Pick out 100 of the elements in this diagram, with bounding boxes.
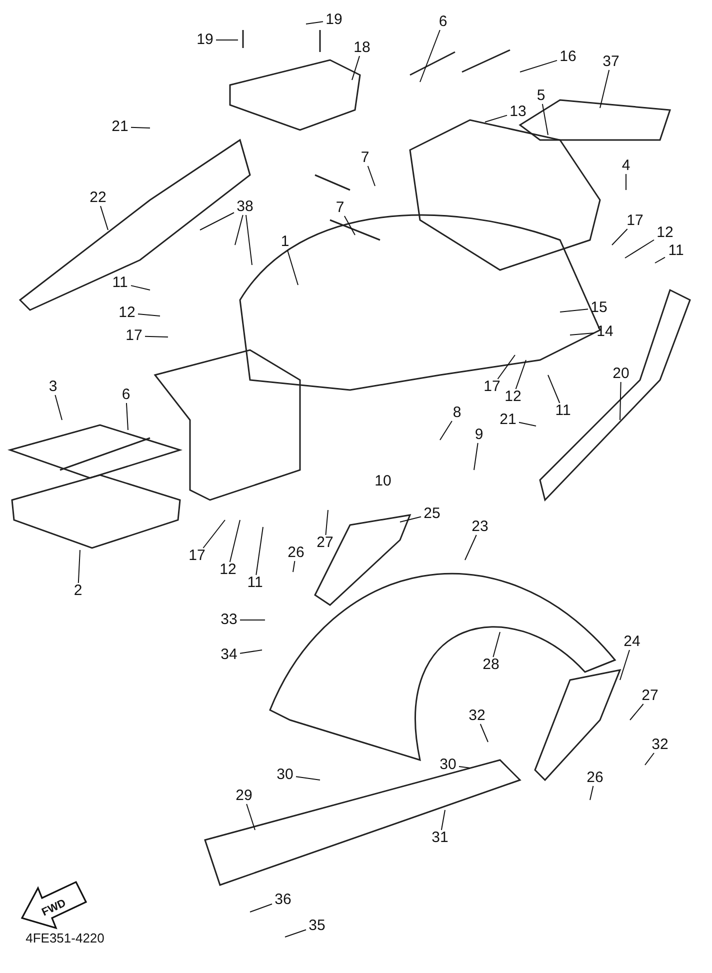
leader-line	[352, 56, 360, 80]
leader-line	[484, 114, 508, 122]
leader-line	[126, 402, 128, 430]
leader-line	[229, 520, 240, 562]
leader-line	[600, 70, 610, 108]
callout-number: 24	[622, 634, 642, 650]
callout-number: 31	[430, 830, 450, 846]
callout-number: 30	[438, 757, 458, 773]
leader-line	[245, 214, 252, 266]
callout-number: 14	[596, 324, 614, 340]
callout-number: 3	[48, 379, 58, 395]
direction-label: FWD	[40, 897, 68, 919]
callout-number: 10	[374, 472, 392, 490]
leader-line	[520, 60, 558, 72]
callout-number: 5	[536, 88, 546, 104]
leader-line	[367, 166, 376, 186]
callout-number: 33	[220, 612, 238, 628]
callout-number: 11	[667, 243, 685, 259]
leader-line	[515, 360, 526, 390]
callout-number: 23	[470, 519, 490, 535]
leader-line	[620, 382, 622, 420]
callout-number: 37	[602, 54, 620, 70]
callout-number: 18	[352, 40, 372, 56]
leader-line	[548, 374, 560, 404]
leader-line	[590, 786, 594, 800]
leader-line	[256, 526, 264, 576]
callout-number: 32	[468, 708, 486, 724]
callout-number: 17	[188, 548, 206, 564]
callout-number: 12	[656, 225, 674, 241]
callout-number: 17	[626, 213, 644, 229]
callout-number: 7	[360, 150, 370, 166]
callout-number: 34	[220, 647, 238, 663]
callout-number: 36	[274, 892, 292, 908]
leader-line	[240, 650, 262, 654]
leader-line	[100, 206, 108, 230]
callout-number: 9	[474, 427, 484, 443]
leader-line	[560, 308, 588, 312]
callout-number: 28	[482, 657, 500, 673]
callout-number: 16	[558, 49, 578, 65]
leader-line	[400, 516, 422, 522]
leader-line	[612, 228, 628, 246]
callout-number: 19	[324, 12, 344, 28]
callout-number: 29	[234, 788, 254, 804]
leader-line	[286, 250, 298, 286]
leader-line	[624, 239, 654, 258]
leader-line	[200, 212, 234, 230]
drawing-number: 4FE351-4220	[26, 930, 104, 946]
leader-line	[54, 394, 62, 420]
leader-line	[344, 216, 356, 236]
leader-line	[492, 632, 500, 658]
callout-number: 22	[88, 190, 108, 206]
leader-line	[620, 650, 630, 680]
leader-line	[440, 420, 452, 440]
callout-number: 38	[236, 199, 254, 215]
leader-line	[464, 534, 477, 560]
callout-number: 32	[650, 737, 670, 753]
leader-line	[474, 442, 478, 470]
callout-number: 27	[316, 535, 334, 551]
callout-number: 27	[640, 688, 660, 704]
callout-number: 21	[498, 412, 518, 428]
callout-number: 1	[280, 234, 290, 250]
leader-line	[130, 285, 150, 290]
leader-line	[630, 704, 644, 720]
callout-number: 26	[586, 770, 604, 786]
callout-number: 6	[438, 14, 448, 30]
callout-number: 20	[612, 366, 630, 382]
leader-line	[292, 560, 296, 572]
leader-line	[246, 804, 256, 830]
leader-line	[420, 30, 440, 82]
leader-line	[480, 724, 488, 742]
callout-number: 2	[72, 583, 84, 599]
callout-number: 13	[508, 104, 528, 120]
callout-number: 30	[276, 767, 294, 783]
leader-line	[518, 422, 536, 426]
callout-number: 12	[504, 389, 522, 405]
callout-number: 4	[620, 158, 632, 174]
leader-line	[234, 214, 244, 246]
callout-number: 21	[110, 119, 130, 135]
callout-number: 11	[111, 275, 129, 291]
callout-number: 7	[334, 200, 346, 216]
leader-line	[130, 126, 150, 128]
leader-line	[440, 810, 446, 830]
leader-line	[325, 510, 328, 536]
callout-number: 17	[124, 328, 144, 344]
leader-line	[644, 752, 654, 766]
callout-number: 19	[196, 32, 214, 48]
callout-number: 35	[308, 918, 326, 934]
leader-line	[306, 21, 324, 24]
leader-line	[144, 336, 168, 338]
leader-line	[654, 256, 666, 264]
leader-line	[138, 314, 160, 316]
callout-number: 8	[452, 405, 462, 421]
leader-line	[250, 904, 272, 912]
callout-number: 12	[118, 305, 136, 321]
callout-number: 26	[286, 545, 306, 561]
leader-line	[570, 332, 594, 336]
leader-line	[458, 766, 470, 768]
callout-number: 11	[554, 403, 572, 419]
leader-line	[542, 104, 548, 136]
callout-number: 25	[422, 506, 442, 522]
